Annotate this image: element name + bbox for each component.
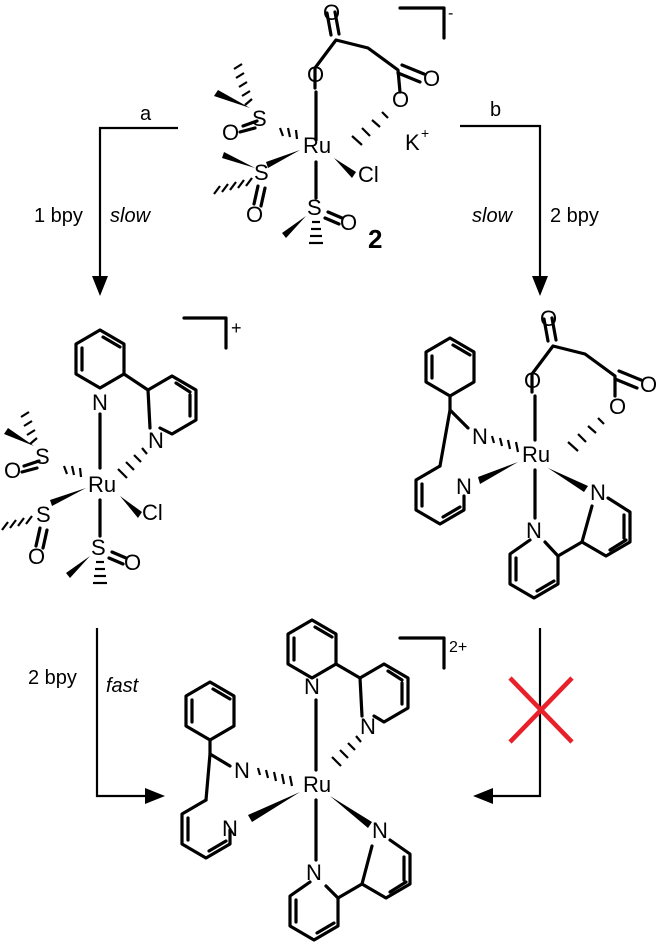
sulfur-label: S	[35, 444, 50, 469]
charge-left: +	[231, 318, 242, 338]
oxygen-label: O	[28, 544, 45, 569]
nitrogen-label: N	[526, 518, 542, 543]
metal-label: Ru	[303, 772, 331, 797]
charge-product: 2+	[449, 639, 467, 656]
nitrogen-label: N	[472, 424, 488, 449]
pathway-a-label: a	[140, 103, 152, 125]
metal-label: Ru	[88, 472, 116, 497]
oxygen-label: O	[540, 306, 557, 331]
ruthenium-tris-bpy-product: N N Ru N N N N	[180, 618, 467, 942]
counter-ion-charge: +	[421, 125, 429, 141]
ruthenium-bpy-malonate-complex: O O O O Ru N N N N	[414, 306, 657, 600]
metal-label: Ru	[303, 133, 331, 158]
oxygen-label: O	[609, 394, 626, 419]
pathway-a-rate: slow	[110, 205, 152, 227]
oxygen-label: O	[222, 120, 239, 145]
oxygen-label: O	[307, 62, 324, 87]
nitrogen-label: N	[590, 480, 606, 505]
sulfur-label: S	[91, 535, 106, 560]
arrow-pathway-b: b slow 2 bpy	[460, 99, 599, 296]
red-x-icon	[508, 676, 574, 744]
chloride-label: Cl	[358, 162, 379, 187]
counter-ion: K	[405, 130, 420, 155]
nitrogen-label: N	[222, 816, 238, 841]
arrow-pathway-a: a 1 bpy slow	[34, 103, 178, 296]
oxygen-label: O	[392, 87, 409, 112]
nitrogen-label: N	[234, 758, 250, 783]
pathway-b-reagent: 2 bpy	[550, 205, 599, 227]
oxygen-label: O	[124, 550, 141, 575]
metal-label: Ru	[522, 442, 550, 467]
nitrogen-label: N	[456, 474, 472, 499]
nitrogen-label: N	[360, 714, 376, 739]
sulfur-label: S	[254, 160, 269, 185]
nitrogen-label: N	[306, 860, 322, 885]
pathway-b-rate: slow	[472, 205, 514, 227]
oxygen-label: O	[524, 368, 541, 393]
pathway-b-label: b	[490, 99, 501, 121]
chloride-label: Cl	[142, 500, 163, 525]
sulfur-label: S	[252, 106, 267, 131]
nitrogen-label: N	[92, 390, 108, 415]
pathway-a-reagent: 1 bpy	[34, 205, 83, 227]
sulfur-label: S	[307, 195, 322, 220]
pathway-fast-reagent: 2 bpy	[28, 667, 77, 689]
oxygen-label: O	[323, 0, 340, 25]
oxygen-label: O	[640, 372, 657, 397]
oxygen-label: O	[4, 458, 21, 483]
oxygen-label: O	[340, 210, 357, 235]
pathway-fast-rate: fast	[106, 675, 140, 697]
nitrogen-label: N	[148, 428, 164, 453]
charge-top: -	[448, 5, 453, 22]
sulfur-label: S	[36, 502, 51, 527]
nitrogen-label: N	[372, 818, 388, 843]
ruthenium-malonate-complex-2: O O O O Ru Cl S O S O	[213, 0, 453, 254]
oxygen-label: O	[246, 202, 263, 227]
arrow-pathway-fast: 2 bpy fast	[28, 628, 165, 804]
ruthenium-bpy-chloro-complex: N N Ru Cl S O S O	[1, 316, 242, 585]
arrow-pathway-blocked	[473, 628, 542, 804]
compound-number: 2	[368, 224, 382, 254]
oxygen-label: O	[423, 66, 440, 91]
nitrogen-label: N	[304, 674, 320, 699]
